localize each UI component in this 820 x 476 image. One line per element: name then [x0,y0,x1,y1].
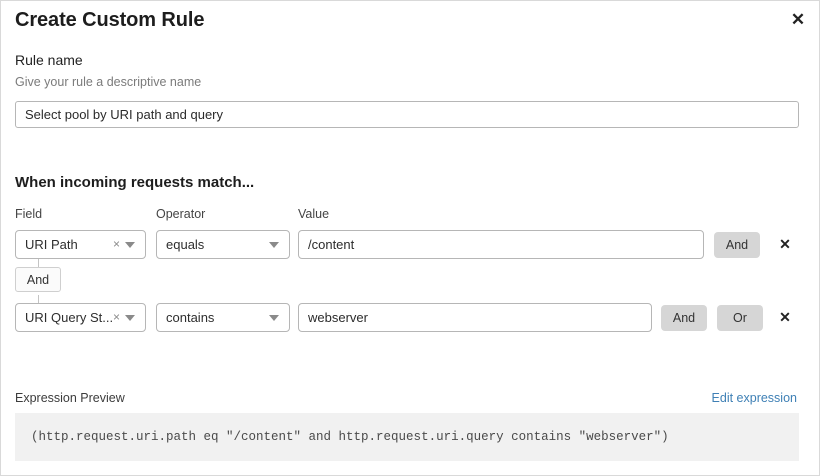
and-button[interactable]: And [714,232,760,258]
value-input[interactable] [298,230,704,259]
rule-name-label: Rule name [15,52,83,68]
field-select[interactable]: URI Path × [15,230,146,259]
dialog-title: Create Custom Rule [15,9,205,31]
operator-select-value: contains [166,310,215,325]
clear-icon[interactable]: × [112,237,120,251]
chevron-down-icon [269,314,279,321]
operator-select-value: equals [166,237,205,252]
field-select-value: URI Path [25,237,78,252]
expression-preview-text: (http.request.uri.path eq "/content" and… [31,430,669,444]
clear-icon[interactable]: × [112,310,120,324]
condition-row: URI Path × equals And ✕ [1,230,819,259]
column-header-field: Field [15,207,43,221]
column-header-operator: Operator [156,207,206,221]
connector-and-badge[interactable]: And [15,267,61,292]
delete-condition-icon[interactable]: ✕ [775,306,795,328]
connector-line-bottom [38,295,39,303]
expression-preview-label: Expression Preview [15,391,125,405]
chevron-down-icon [125,241,135,248]
condition-row: URI Query St... × contains And Or ✕ [1,303,819,332]
close-icon[interactable]: ✕ [785,6,811,32]
match-section-heading: When incoming requests match... [15,174,255,191]
chevron-down-icon [269,241,279,248]
expression-preview-box: (http.request.uri.path eq "/content" and… [15,413,799,461]
field-select-value: URI Query St... [25,310,113,325]
column-header-value: Value [298,207,330,221]
field-select[interactable]: URI Query St... × [15,303,146,332]
operator-select[interactable]: contains [156,303,290,332]
connector-line-top [38,259,39,267]
or-button[interactable]: Or [717,305,763,331]
operator-select[interactable]: equals [156,230,290,259]
chevron-down-icon [125,314,135,321]
value-input[interactable] [298,303,652,332]
edit-expression-link[interactable]: Edit expression [711,391,797,405]
rule-name-input[interactable] [15,101,799,128]
rule-name-hint: Give your rule a descriptive name [15,75,202,89]
condition-connector: And [15,259,61,303]
delete-condition-icon[interactable]: ✕ [775,233,795,255]
and-button[interactable]: And [661,305,707,331]
